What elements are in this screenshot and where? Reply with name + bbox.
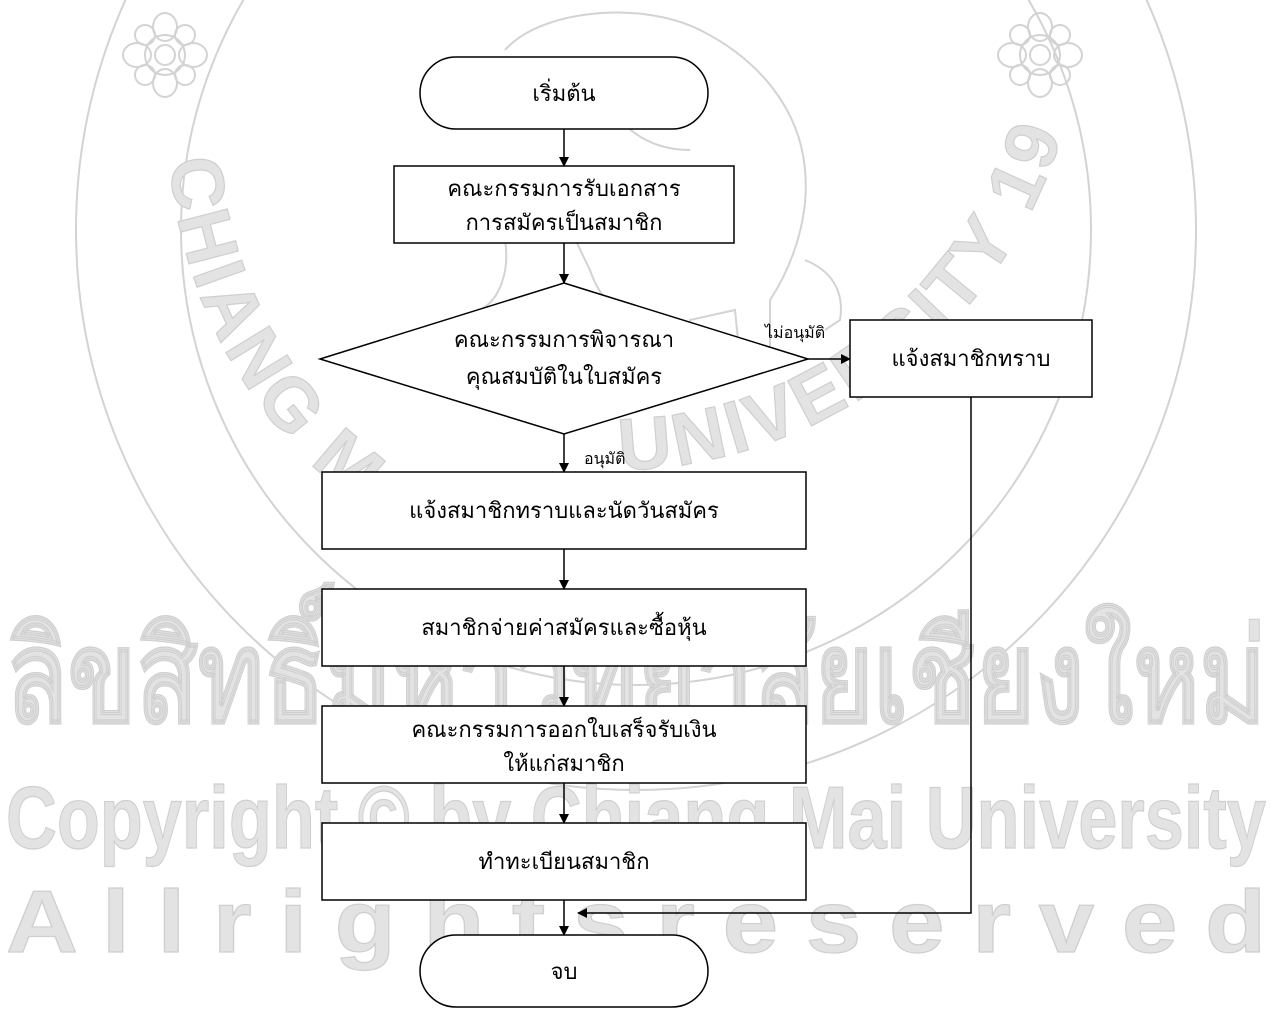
end-terminator bbox=[419, 934, 709, 1008]
step1-label-line2: การสมัครเป็นสมาชิก bbox=[465, 208, 662, 236]
reject-box-label: แจ้งสมาชิกทราบ bbox=[892, 347, 1051, 372]
step3-label: สมาชิกจ่ายค่าสมัครและซื้อหุ้น bbox=[421, 612, 706, 641]
flower-ornament-right-icon bbox=[997, 12, 1083, 98]
reject-label: ไม่อนุมัติ bbox=[763, 323, 825, 343]
arrow-reject-to-end bbox=[577, 397, 972, 918]
seal-outer-ring bbox=[75, 0, 1197, 791]
end-label: จบ bbox=[551, 960, 578, 985]
step4-label-line2: ให้แก่สมาชิก bbox=[503, 751, 624, 777]
step1-label-line1: คณะกรรมการรับเอกสาร bbox=[447, 177, 681, 202]
flowchart: เริ่มต้น คณะกรรมการรับเอกสาร การสมัครเป็… bbox=[317, 56, 1093, 1008]
decision-label-line2: คุณสมบัติในใบสมัคร bbox=[466, 364, 662, 390]
start-label: เริ่มต้น bbox=[532, 78, 595, 107]
decision-label-line1: คณะกรรมการพิจารณา bbox=[454, 328, 674, 353]
approve-label: อนุมัติ bbox=[584, 449, 625, 469]
seal-inner-ring bbox=[180, 0, 1092, 686]
step5-label: ทำทะเบียนสมาชิก bbox=[478, 850, 649, 875]
step4-label-line1: คณะกรรมการออกใบเสร็จรับเงิน bbox=[411, 715, 716, 743]
step3-box bbox=[321, 588, 807, 667]
step2-label: แจ้งสมาชิกทราบและนัดวันสมัคร bbox=[409, 499, 719, 524]
flower-ornament-left-icon bbox=[122, 12, 208, 98]
step1-box bbox=[393, 165, 735, 244]
step2-box bbox=[321, 471, 807, 550]
